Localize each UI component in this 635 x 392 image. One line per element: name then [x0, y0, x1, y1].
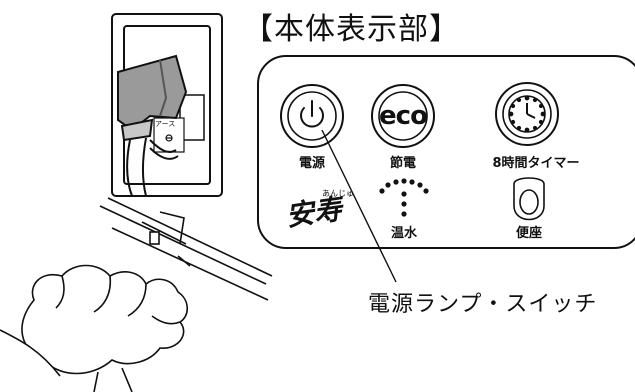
svg-text:あんじゅ: あんじゅ	[322, 189, 354, 198]
seat-label: 便座	[515, 226, 543, 241]
toilet-edge	[99, 197, 273, 301]
svg-text:安寿: 安寿	[284, 192, 347, 233]
callout-leader-line	[321, 129, 397, 283]
panel-title: 【本体表示部】	[243, 12, 460, 47]
clock-icon	[508, 95, 546, 133]
callout-label: 電源ランプ・スイッチ	[368, 292, 598, 317]
toilet-seat-icon	[513, 177, 545, 221]
anju-logo: 安寿 あんじゅ	[284, 189, 354, 233]
hand	[0, 264, 189, 392]
timer-button-label: 8時間タイマー	[492, 156, 580, 171]
eco-button-label: 節電	[389, 156, 417, 171]
plug	[117, 54, 188, 142]
water-temp-label: 温水	[390, 226, 418, 241]
power-cord	[126, 137, 179, 197]
ground-label: アース	[155, 120, 176, 128]
power-button-label: 電源	[298, 156, 326, 171]
eco-button[interactable]	[371, 84, 435, 148]
eco-icon: eco	[379, 101, 428, 131]
power-icon	[300, 100, 324, 128]
dot-indicator-icon	[379, 178, 429, 217]
